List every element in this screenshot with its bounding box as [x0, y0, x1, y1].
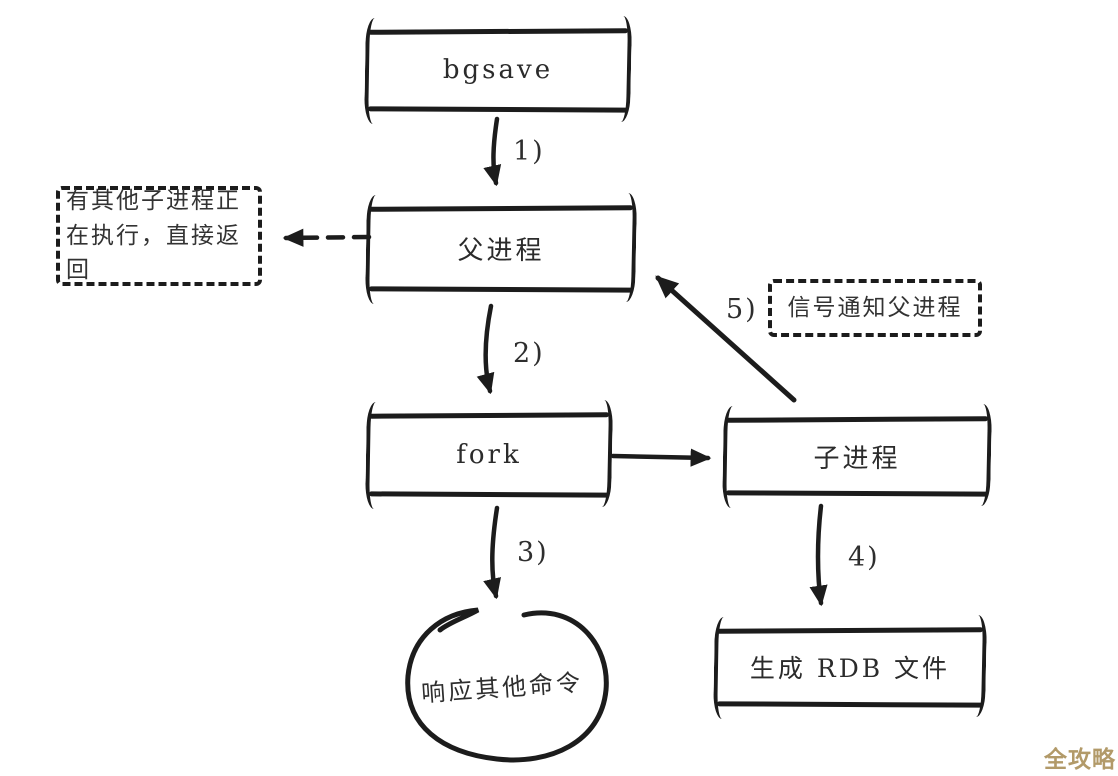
arrow-dashed-return	[282, 228, 372, 247]
note-signal-text: 信号通知父进程	[787, 294, 963, 321]
node-bgsave: bgsave	[364, 15, 633, 125]
edge-label-5: 5)	[726, 294, 758, 325]
edge-label-2: 2)	[513, 338, 545, 369]
node-parent-process: 父进程	[365, 192, 638, 305]
arrow-1	[483, 116, 502, 187]
node-child-label: 子进程	[813, 443, 901, 474]
note-other-child-running: 有其他子进程正 在执行，直接返回	[56, 186, 262, 286]
node-rdb-label: 生成 RDB 文件	[749, 654, 951, 683]
node-child-process: 子进程	[722, 403, 993, 509]
note-other-child-text: 有其他子进程正 在执行，直接返回	[60, 184, 258, 288]
note-line-1: 有其他子进程正	[66, 188, 241, 215]
note-line-2: 在执行，直接返回	[66, 222, 241, 284]
arrow-2	[476, 303, 495, 395]
node-fork-label: fork	[456, 439, 522, 470]
respond-other-commands-label: 响应其他命令	[420, 668, 584, 708]
note-signal-notify: 信号通知父进程	[768, 279, 982, 337]
edge-label-3: 3)	[517, 537, 549, 568]
edge-label-4: 4)	[848, 542, 880, 573]
arrow-3	[483, 505, 501, 600]
watermark: 全攻略	[1044, 746, 1116, 772]
node-fork: fork	[365, 399, 614, 510]
edge-label-1: 1)	[513, 136, 545, 167]
node-bgsave-label: bgsave	[442, 55, 554, 85]
node-generate-rdb: 生成 RDB 文件	[713, 614, 988, 720]
arrow-4	[809, 503, 828, 607]
arrow-fork-child	[610, 448, 712, 467]
node-parent-label: 父进程	[457, 236, 545, 266]
